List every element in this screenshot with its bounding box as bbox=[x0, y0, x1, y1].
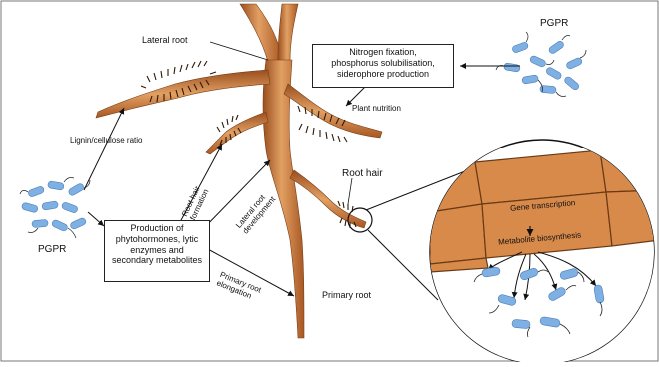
lateral-root-label: Lateral root bbox=[142, 35, 188, 45]
production-box: Production of phytohormones, lytic enzym… bbox=[104, 220, 210, 282]
magnify-circle-icon bbox=[420, 140, 659, 362]
production-box-line-2: phytohormones, lytic bbox=[105, 234, 209, 245]
zoom-line-bottom bbox=[368, 230, 438, 300]
nitrogen-box-line-3: siderophore production bbox=[313, 69, 453, 80]
pgpr-left-label: PGPR bbox=[38, 244, 66, 256]
plant-nutrition-label: Plant nutrition bbox=[352, 104, 401, 113]
production-box-line-4: secondary metabolites bbox=[105, 255, 209, 266]
nitrogen-fixation-box: Nitrogen fixation, phosphorus solubilisa… bbox=[312, 44, 454, 88]
nitrogen-box-line-1: Nitrogen fixation, bbox=[313, 47, 453, 58]
nitrogen-box-line-2: phosphorus solubilisation, bbox=[313, 58, 453, 69]
primary-root-label: Primary root bbox=[322, 290, 371, 300]
production-box-line-1: Production of bbox=[105, 223, 209, 234]
production-box-line-3: enzymes and bbox=[105, 245, 209, 256]
root-hair-label: Root hair bbox=[342, 168, 383, 180]
bacteria-cluster-left-icon bbox=[20, 178, 90, 239]
lignin-ratio-label: Lignin/cellulose ratio bbox=[70, 136, 143, 145]
pgpr-top-label: PGPR bbox=[540, 18, 568, 30]
bacteria-cluster-icon bbox=[496, 32, 586, 97]
